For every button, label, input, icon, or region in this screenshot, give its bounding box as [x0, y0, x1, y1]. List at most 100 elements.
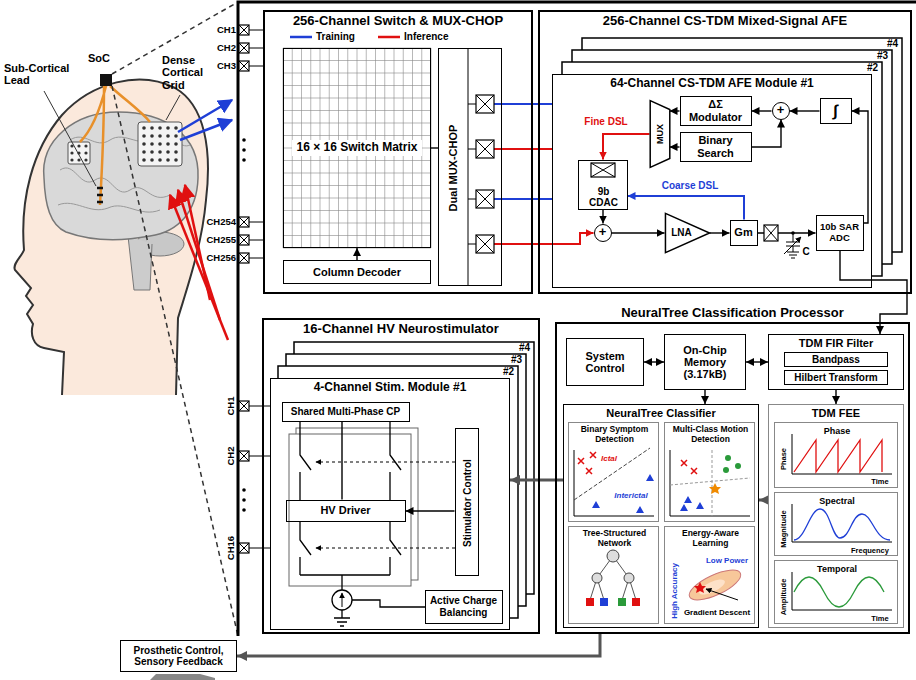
part-label: #4	[519, 342, 530, 353]
part-label: CH2	[217, 43, 236, 54]
chopper-symbol	[764, 225, 778, 241]
mux-trapezoid: MUX	[650, 100, 670, 168]
pin-terminal	[84, 151, 87, 154]
connector	[628, 196, 745, 220]
plot-label: Low Power	[706, 557, 748, 566]
pin-terminal	[249, 548, 270, 549]
plot-label: Frequency	[851, 547, 889, 555]
head-illustration	[97, 188, 103, 202]
pin-terminal	[174, 158, 178, 162]
plot-label: Time	[871, 615, 888, 623]
pin-terminal	[242, 488, 246, 492]
plot-graphic	[624, 573, 634, 583]
box-label: 10b SAR ADC	[820, 222, 860, 243]
pin-terminal	[249, 222, 263, 223]
pin-terminal	[239, 61, 249, 71]
pin-terminal	[166, 158, 170, 162]
pin-terminal	[142, 150, 146, 154]
box-label: ∫	[833, 102, 837, 120]
plot-label: Phase	[780, 448, 788, 470]
panel-box: Binary Symptom DetectionIctalInterictalM…	[563, 404, 759, 628]
plot-graphic	[574, 450, 750, 516]
connector	[835, 390, 836, 404]
block-box: 16 × 16 Switch Matrix	[283, 48, 431, 248]
plot-box: Binary Symptom DetectionIctalInterictal	[568, 422, 659, 522]
connector-label: Coarse DSL	[660, 180, 721, 191]
plot-box: TemporalAmplitudeTime	[774, 560, 898, 624]
plot-label: Time	[871, 478, 888, 486]
module-stack	[270, 378, 510, 630]
connector	[356, 248, 357, 260]
stimulator-circuit	[289, 434, 411, 586]
plot-box: PhasePhaseTime	[774, 422, 898, 488]
plot-graphic	[680, 496, 704, 511]
pin-terminal	[166, 150, 170, 154]
pin-terminal	[174, 134, 178, 138]
pin-terminal	[239, 543, 249, 553]
connector	[502, 233, 594, 244]
plot-label: Ictal	[601, 455, 617, 464]
part-label: CH1	[226, 396, 237, 415]
connector	[406, 510, 455, 511]
plot-graphic	[607, 550, 619, 562]
connector	[670, 146, 680, 147]
matrix-grid	[283, 210, 431, 211]
block-box: Bandpass	[784, 352, 888, 367]
pin-terminal	[249, 406, 270, 407]
legend-label: Inference	[404, 31, 448, 42]
box-label: 16 × 16 Switch Matrix	[292, 140, 421, 155]
box-label: Dual MUX-CHOP	[447, 125, 459, 212]
block-box: ΔΣ Modulator	[680, 96, 752, 126]
block-box: Prosthetic Control, Sensory Feedback	[120, 640, 237, 672]
plot-label: High Accuracy	[671, 563, 680, 619]
summing-node: +	[772, 102, 790, 120]
stimulator-circuit	[316, 548, 455, 549]
mux-wire	[468, 48, 469, 286]
legend-line	[290, 36, 312, 39]
plot-graphic	[794, 509, 890, 540]
pin-terminal	[249, 456, 270, 457]
pin-terminal	[249, 258, 263, 259]
pin-terminal	[70, 158, 73, 161]
plot-graphic	[723, 467, 729, 473]
head-illustration	[44, 91, 96, 186]
part-label: CH3	[217, 61, 236, 72]
box-label: 256-Channel CS-TDM Mixed-Signal AFE	[603, 14, 847, 29]
matrix-grid	[283, 198, 431, 199]
pin-terminal	[142, 142, 146, 146]
block-box: Column Decoder	[283, 260, 431, 284]
plot-box: SpectralMagnitudeFrequency	[774, 492, 898, 556]
mux-wire	[494, 243, 502, 245]
connector	[341, 422, 342, 500]
pin-terminal	[174, 142, 178, 146]
pin-terminal	[239, 43, 249, 53]
stimulator-circuit	[332, 590, 352, 610]
connector	[790, 110, 820, 111]
mux-wire	[494, 198, 552, 200]
chopper-symbol	[476, 235, 494, 253]
block-box: Hilbert Transform	[784, 370, 888, 385]
box-label: Temporal	[817, 564, 857, 574]
chopper-symbol	[476, 95, 494, 113]
pin-terminal	[158, 134, 162, 138]
pin-terminal	[239, 451, 249, 461]
chopper-symbol	[476, 190, 494, 208]
pin-terminal	[239, 61, 249, 71]
pin-terminal	[77, 151, 80, 154]
box-label: +	[599, 225, 607, 240]
soc-frame	[238, 2, 916, 636]
pin-terminal	[239, 25, 249, 35]
pin-terminal	[142, 134, 146, 138]
matrix-grid	[283, 235, 431, 236]
part-label: #3	[877, 50, 888, 61]
legend-label: Training	[316, 31, 355, 42]
part-label: SoC	[88, 52, 110, 64]
head-illustration	[80, 86, 150, 205]
box-label: 256-Channel Switch & MUX-CHOP	[293, 14, 503, 29]
panel-box: Shared Multi-Phase CPHV DriverStimulator…	[270, 378, 510, 630]
pin-terminal	[84, 158, 87, 161]
part-label: #2	[503, 366, 514, 377]
plot-label: Amplitude	[780, 579, 788, 616]
box-label: 64-Channel CS-TDM AFE Module #1	[610, 77, 814, 90]
pin-terminal	[166, 134, 170, 138]
